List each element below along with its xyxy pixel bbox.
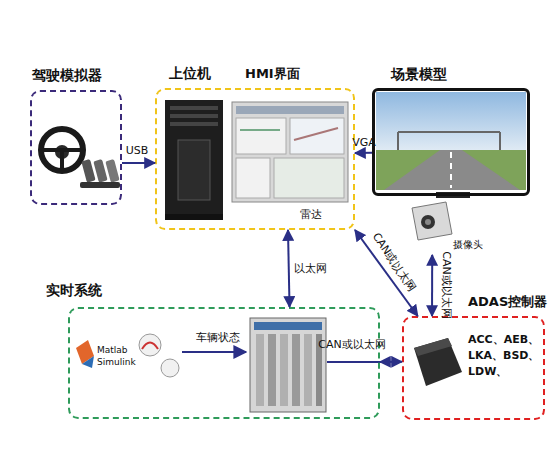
camera-device [412,202,452,240]
computer-tower [165,100,223,220]
node-heading: ADAS控制器 [468,293,547,311]
node-heading: 摄像头 [453,238,483,252]
connector-arrow [122,162,155,164]
hmi-screen [232,102,348,202]
connector-arrow [431,255,433,316]
state-arrow [182,351,246,353]
simulink-logo [76,334,179,377]
bus-wire [327,361,380,363]
host-pc-box: 上位机HMI界面 [155,88,355,230]
adas-controller-box: ADAS控制器ACC、AEB、 LKA、BSD、 LDW、 [402,316,545,420]
road-scene [376,92,526,198]
node-body: ACC、AEB、 LKA、BSD、 LDW、 [468,332,544,380]
controller-unit [414,338,462,386]
connector-arrow [288,230,290,307]
simulator-box: 驾驶模拟器 [30,90,122,205]
connector-arrow [380,361,402,363]
node-heading: 上位机 [169,65,211,83]
software-label: Matlab [97,345,128,355]
software-label: Simulink [97,357,136,367]
connector-label: CAN或以太网 [439,251,454,318]
node-heading: 实时系统 [46,282,102,300]
node-body: HMI界面 [245,65,300,83]
scene-model-box: 场景模型 [372,88,530,196]
connector-label: USB [126,144,149,157]
steering-wheel [41,129,120,188]
connector-label: CAN或以太网 [318,337,385,352]
pxi-chassis [250,318,326,412]
connector-label: VGA [352,136,376,149]
sensor-label: 雷达 [300,207,322,222]
connector-arrow [355,152,372,154]
node-heading: 场景模型 [391,66,447,84]
node-heading: 驾驶模拟器 [32,67,102,85]
connector-label: CAN或以太网 [369,230,419,294]
camera-node: 摄像头 [405,200,485,255]
connector-label: 以太网 [294,261,327,276]
signal-label: 车辆状态 [196,330,240,345]
